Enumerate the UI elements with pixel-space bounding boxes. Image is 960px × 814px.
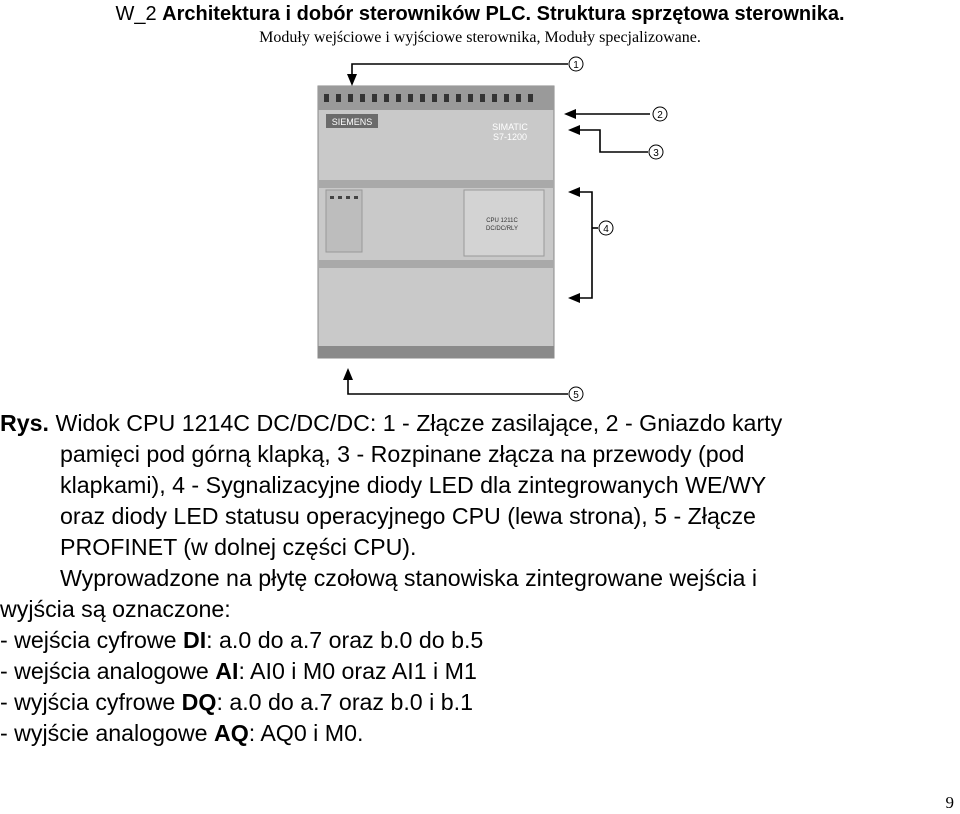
- header-title-line: W_2 Architektura i dobór sterowników PLC…: [0, 2, 960, 26]
- callout-label-3: 3: [653, 148, 659, 159]
- header-subtitle: Moduły wejściowe i wyjściowe sterownika,…: [259, 29, 701, 46]
- brand-plate: [326, 114, 378, 128]
- text-body: Rys. Widok CPU 1214C DC/DC/DC: 1 - Złącz…: [0, 408, 960, 749]
- page-header: W_2 Architektura i dobór sterowników PLC…: [0, 2, 960, 48]
- list-item-code: AQ: [213, 720, 249, 746]
- callout-circle-3: [648, 144, 664, 160]
- callout-label-2: 2: [657, 110, 663, 121]
- list-item-ai: - wejścia analogowe AI: AI0 i M0 oraz AI…: [0, 656, 960, 687]
- list-item-text: - wejścia analogowe: [0, 658, 216, 684]
- status-led-panel: [325, 189, 363, 253]
- cpu-type-line-1: CPU 1211C: [486, 218, 518, 224]
- list-item-range: : a.0 do a.7 oraz b.0 do b.5: [206, 627, 484, 653]
- caption-line-3: klapkami), 4 - Sygnalizacyjne diody LED …: [60, 472, 767, 498]
- paragraph-line-1: Wyprowadzone na płytę czołową stanowiska…: [60, 565, 758, 591]
- callout-circle-4: [598, 220, 614, 236]
- model-line-1: SIMATIC: [492, 122, 528, 132]
- callout-label-1: 1: [573, 60, 579, 71]
- brand-label: SIEMENS: [332, 117, 373, 127]
- lower-cover-seam: [318, 260, 554, 268]
- list-item-text: - wejścia cyfrowe: [0, 627, 183, 653]
- caption-line-4: oraz diody LED statusu operacyjnego CPU …: [60, 503, 756, 529]
- list-item-code: DQ: [181, 689, 217, 715]
- callout-bracket-4: [580, 191, 593, 299]
- cpu-type-line-2: DC/DC/RLY: [486, 226, 518, 232]
- plc-figure: SIEMENS SIMATIC S7-1200 CPU 1211C DC/DC/…: [300, 50, 668, 402]
- bottom-terminal-strip: [318, 346, 554, 358]
- page-number: 9: [945, 793, 955, 812]
- callout-line-1: [351, 63, 568, 76]
- caption-line-2: pamięci pod górną klapką, 3 - Rozpinane …: [60, 441, 745, 467]
- upper-cover-seam: [318, 180, 554, 188]
- callout-label-5: 5: [573, 390, 579, 401]
- caption-line-1: Rys. Widok CPU 1214C DC/DC/DC: 1 - Złącz…: [0, 408, 960, 439]
- callout-circle-2: [652, 106, 668, 122]
- list-item-dq: - wyjścia cyfrowe DQ: a.0 do a.7 oraz b.…: [0, 687, 960, 718]
- callout-circle-5: [568, 386, 584, 402]
- plc-illustration: SIEMENS SIMATIC S7-1200 CPU 1211C DC/DC/…: [317, 56, 668, 402]
- caption-line-5: PROFINET (w dolnej części CPU).: [60, 534, 417, 560]
- figure-prefix: Rys.: [0, 410, 49, 436]
- callout-label-4: 4: [603, 224, 609, 235]
- callout-circle-1: [568, 56, 584, 72]
- list-item-aq: - wyjście analogowe AQ: AQ0 i M0.: [0, 718, 960, 749]
- list-item-text: - wyjście analogowe: [0, 720, 214, 746]
- model-line-2: S7-1200: [493, 132, 527, 142]
- caption-text-1: Widok CPU 1214C DC/DC/DC: 1 - Złącze zas…: [55, 410, 783, 436]
- list-item-range: : AI0 i M0 oraz AI1 i M1: [238, 658, 477, 684]
- paragraph-line-2: wyjścia są oznaczone:: [0, 596, 231, 622]
- header-title: Architektura i dobór sterowników PLC. St…: [162, 3, 845, 25]
- io-led-panel: [463, 189, 545, 257]
- callout-line-3: [580, 129, 648, 153]
- list-item-range: : a.0 do a.7 oraz b.0 i b.1: [216, 689, 473, 715]
- callout-line-5: [347, 380, 568, 395]
- list-item-range: : AQ0 i M0.: [248, 720, 364, 746]
- list-item-code: DI: [182, 627, 207, 653]
- list-item-di: - wejścia cyfrowe DI: a.0 do a.7 oraz b.…: [0, 625, 960, 656]
- list-item-code: AI: [215, 658, 239, 684]
- list-item-text: - wyjścia cyfrowe: [0, 689, 182, 715]
- course-code: W_2: [115, 3, 157, 25]
